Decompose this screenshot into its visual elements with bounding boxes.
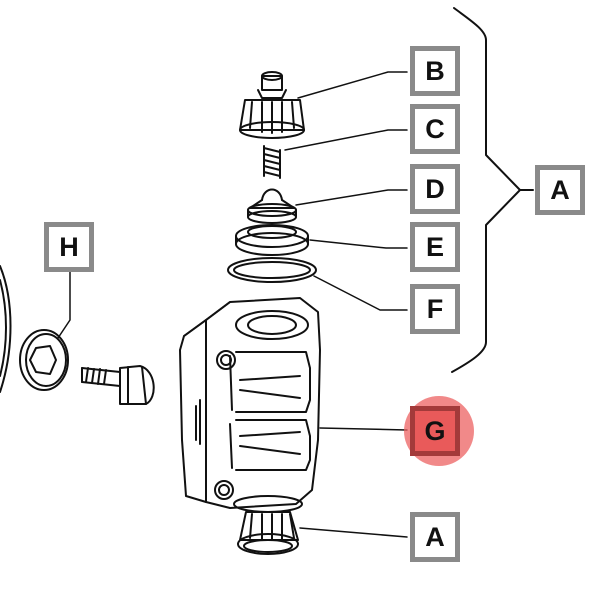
callout-h[interactable]: H [44,222,94,272]
callout-c[interactable]: C [410,104,460,154]
part-b-cap [239,71,305,139]
part-bolt [81,365,155,405]
callout-b[interactable]: B [410,46,460,96]
part-d-valve [247,188,297,224]
part-e-seal [235,224,309,256]
callout-g[interactable]: G [410,406,460,456]
part-c-spring [263,145,281,179]
part-f-oring [227,257,317,283]
callout-e[interactable]: E [410,222,460,272]
part-g-housing [179,297,321,513]
partial-wheel-edge [0,265,12,393]
part-a-bottom-cap [237,511,299,555]
callout-f[interactable]: F [410,284,460,334]
part-h-washer [19,329,69,391]
callout-a-bottom[interactable]: A [410,512,460,562]
callout-a-group[interactable]: A [535,165,585,215]
leader-lines [57,71,408,538]
group-bracket [451,7,521,373]
callout-d[interactable]: D [410,164,460,214]
